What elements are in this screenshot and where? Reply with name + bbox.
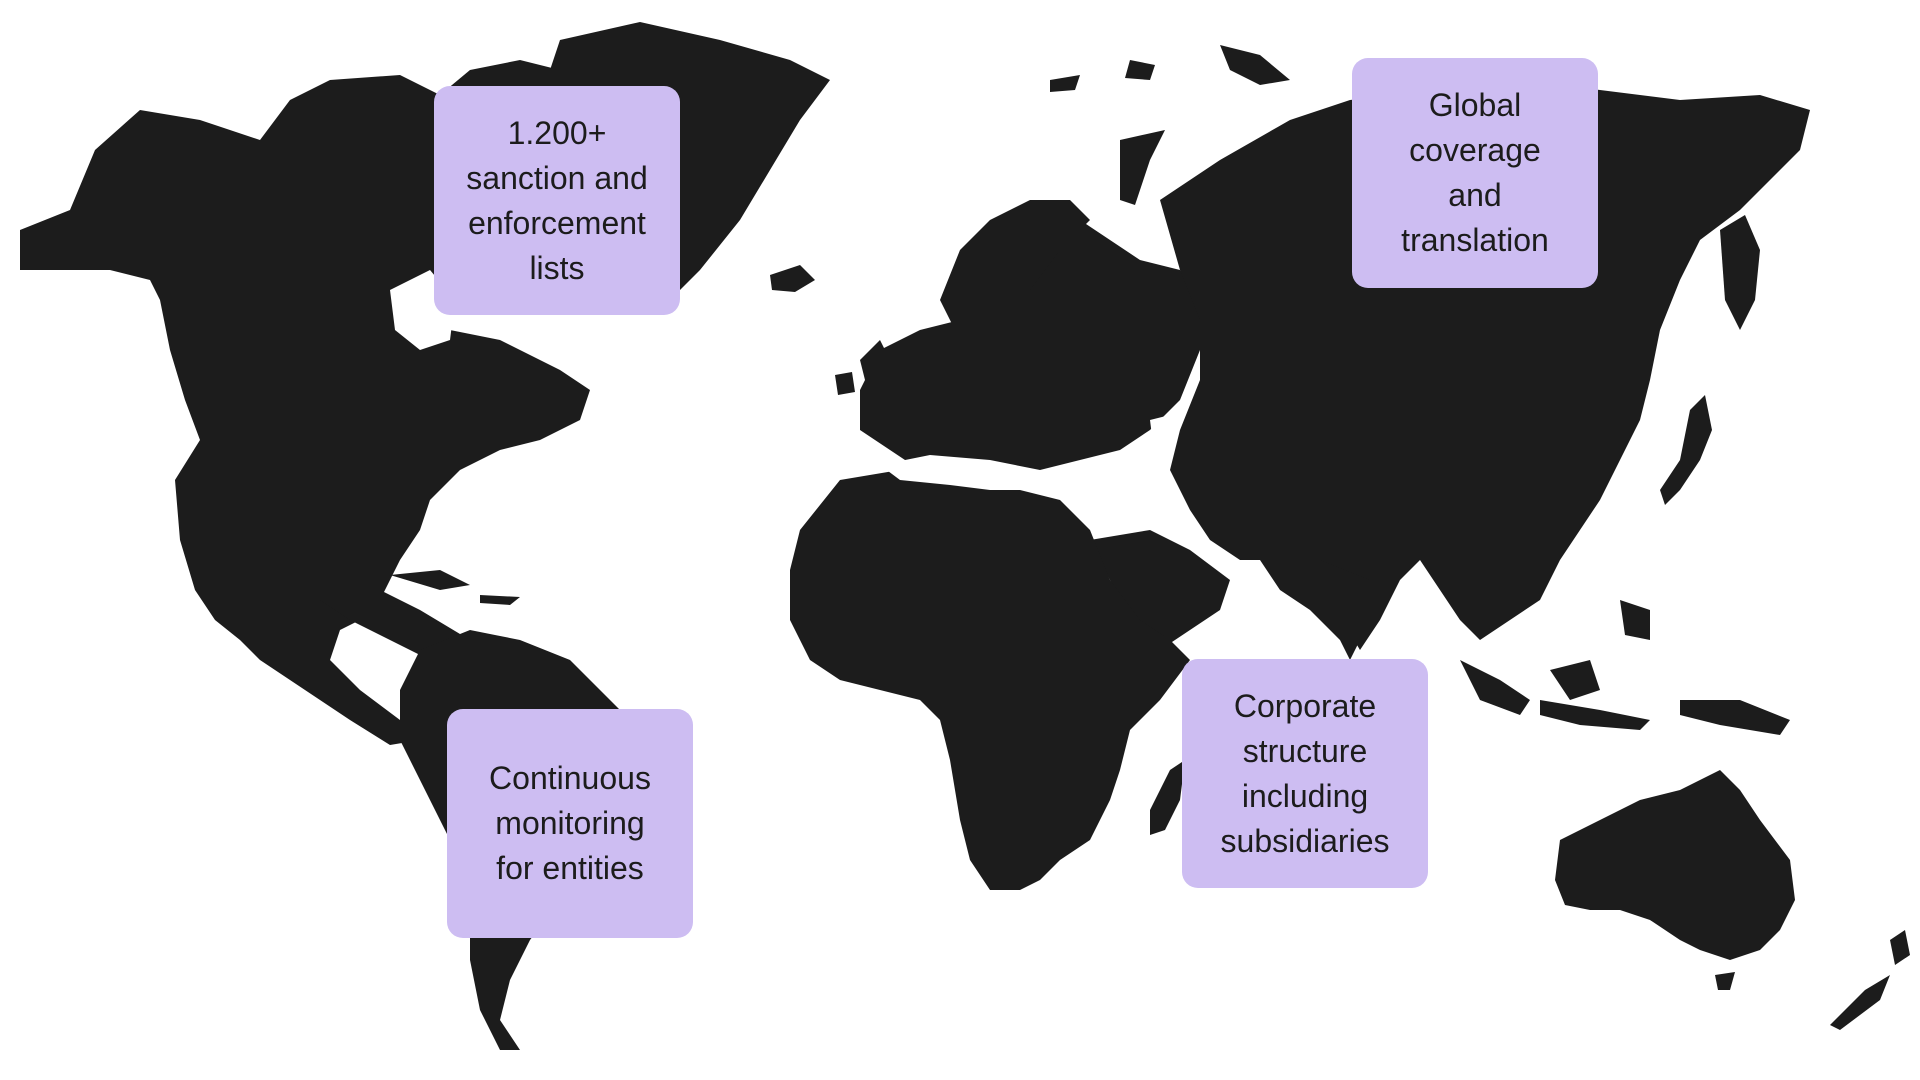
card-text-line: structure (1242, 732, 1368, 769)
card-text-line: 1.200+ (507, 114, 607, 151)
card-text-line: lists (529, 249, 585, 286)
card-text-line: monitoring (495, 805, 645, 841)
card-text-line: including (1241, 777, 1369, 814)
mediterranean-sea (880, 455, 1070, 490)
indian-subcontinent (1260, 560, 1380, 660)
card-text-line: coverage (1409, 132, 1541, 168)
card-text-line: for entities (496, 850, 644, 886)
arctic-islands (1050, 45, 1290, 205)
europe-landmass (860, 220, 1200, 480)
card-text-line: Global (1428, 87, 1522, 123)
card-text-line: enforcement (468, 204, 646, 241)
card-continuous-monitoring: Continuous monitoring for entities (447, 709, 693, 938)
card-sanction-lists-text: 1.200+ sanction and enforcement lists (466, 111, 647, 291)
new-zealand (1830, 930, 1910, 1030)
card-text-line: sanction and (466, 159, 648, 196)
card-text-line: and (1448, 177, 1502, 213)
africa-landmass (790, 470, 1190, 890)
asia-landmass (1160, 80, 1810, 650)
card-global-coverage: Global coverage and translation (1352, 58, 1598, 288)
scandinavia-landmass (940, 200, 1090, 350)
iceland (770, 265, 815, 292)
australia-landmass (1555, 770, 1795, 960)
madagascar (1150, 760, 1185, 835)
card-text-line: subsidiaries (1220, 822, 1390, 859)
card-corporate-structure-text: Corporate structure including subsidiari… (1221, 684, 1390, 864)
card-continuous-monitoring-text: Continuous monitoring for entities (489, 756, 651, 891)
card-global-coverage-text: Global coverage and translation (1401, 83, 1549, 263)
card-text-line: translation (1401, 222, 1549, 258)
arabian-peninsula (1090, 530, 1230, 650)
kamchatka (1720, 215, 1760, 330)
indonesia-islands (1460, 600, 1790, 735)
card-text-line: Continuous (489, 760, 651, 796)
japan (1660, 395, 1712, 505)
tasmania (1715, 972, 1735, 990)
caribbean-islands (390, 570, 520, 605)
caspian-sea (1150, 415, 1175, 470)
british-isles (835, 340, 895, 400)
card-text-line: Corporate (1233, 687, 1377, 724)
card-corporate-structure: Corporate structure including subsidiari… (1182, 659, 1428, 888)
card-sanction-lists: 1.200+ sanction and enforcement lists (434, 86, 680, 315)
